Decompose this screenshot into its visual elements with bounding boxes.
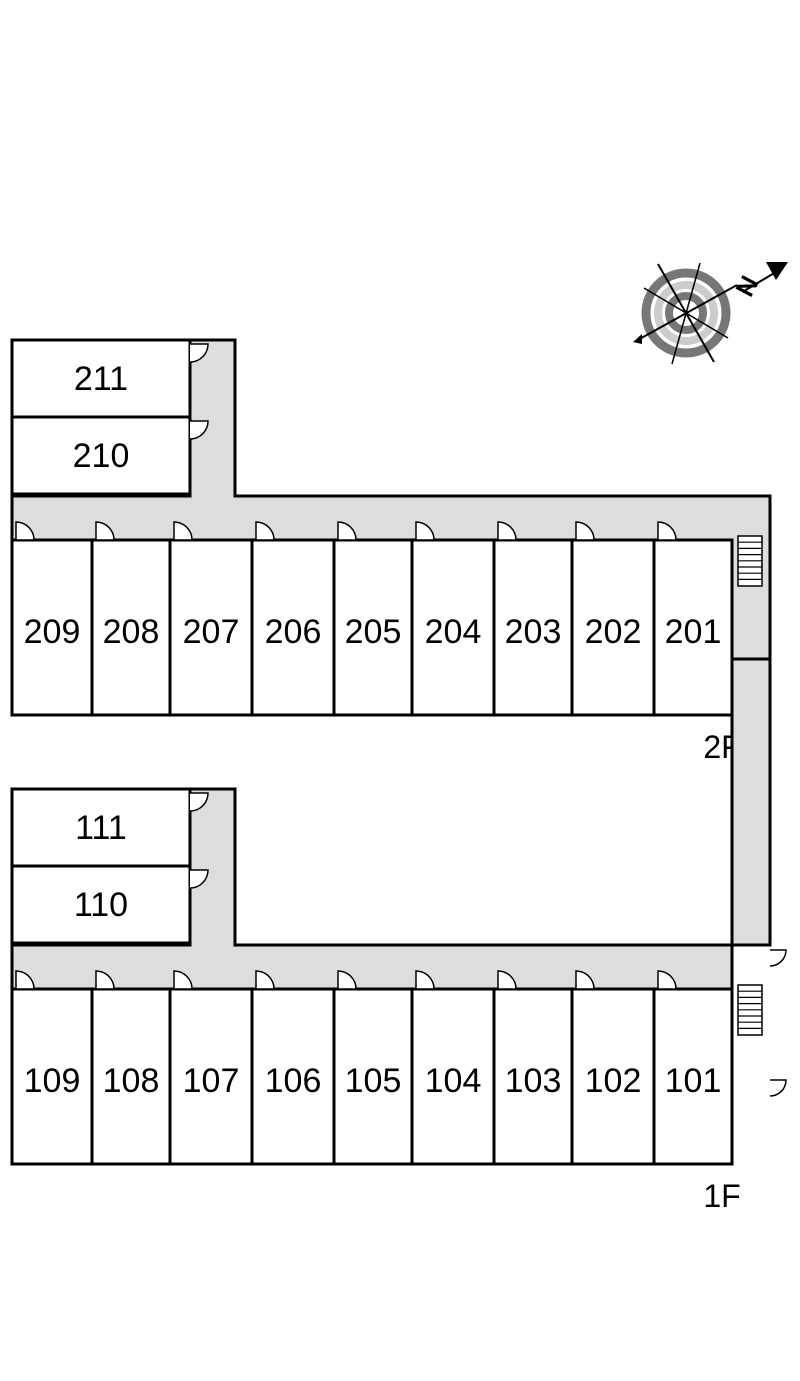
door-icon bbox=[189, 420, 209, 440]
unit-label: 203 bbox=[505, 613, 562, 651]
unit-outline bbox=[10, 987, 94, 1166]
unit-209: 209 bbox=[10, 521, 94, 717]
unit-outline bbox=[410, 538, 496, 717]
unit-103: 103 bbox=[492, 970, 574, 1166]
compass-ring-outer bbox=[641, 268, 731, 358]
unit-label: 202 bbox=[585, 613, 642, 651]
door-icon bbox=[657, 521, 677, 541]
unit-107: 107 bbox=[168, 970, 254, 1166]
unit-110: 110 bbox=[10, 864, 209, 945]
unit-label: 204 bbox=[425, 613, 482, 651]
door-icon bbox=[15, 521, 35, 541]
north-arrow-shaft bbox=[743, 271, 777, 292]
unit-label: 111 bbox=[75, 809, 127, 847]
unit-102: 102 bbox=[570, 970, 656, 1166]
unit-label: 104 bbox=[425, 1062, 482, 1100]
unit-label: 103 bbox=[505, 1062, 562, 1100]
unit-label: 206 bbox=[265, 613, 322, 651]
unit-202: 202 bbox=[570, 521, 656, 717]
unit-outline bbox=[410, 987, 496, 1166]
compass-letter: N bbox=[729, 271, 764, 302]
unit-label: 208 bbox=[103, 613, 160, 651]
compass-line-d bbox=[671, 262, 701, 365]
floor-plan-1F: 111 110 109 108 107 106 105 104 103 102 101 1F bbox=[10, 657, 787, 1214]
door-icon bbox=[337, 521, 357, 541]
compass-ring-middle bbox=[654, 281, 718, 345]
compass: N bbox=[633, 262, 788, 365]
unit-label: 107 bbox=[183, 1062, 240, 1100]
door-icon bbox=[95, 521, 115, 541]
north-arrow-icon bbox=[766, 262, 788, 280]
door-icon bbox=[497, 970, 517, 990]
unit-108: 108 bbox=[90, 970, 172, 1166]
unit-106: 106 bbox=[250, 970, 336, 1166]
unit-label: 101 bbox=[665, 1062, 722, 1100]
unit-201: 201 bbox=[652, 521, 734, 717]
unit-204: 204 bbox=[410, 521, 496, 717]
unit-outline bbox=[250, 538, 336, 717]
floor-label: 1F bbox=[703, 1178, 740, 1214]
door-icon bbox=[173, 970, 193, 990]
unit-outline bbox=[652, 538, 734, 717]
door-icon bbox=[15, 970, 35, 990]
door-icon bbox=[657, 970, 677, 990]
unit-outline bbox=[332, 538, 414, 717]
door-icon bbox=[95, 970, 115, 990]
unit-205: 205 bbox=[332, 521, 414, 717]
unit-label: 106 bbox=[265, 1062, 322, 1100]
door-icon bbox=[575, 970, 595, 990]
unit-105: 105 bbox=[332, 970, 414, 1166]
unit-109: 109 bbox=[10, 970, 94, 1166]
unit-104: 104 bbox=[410, 970, 496, 1166]
door-icon bbox=[189, 792, 209, 812]
unit-label: 109 bbox=[24, 1062, 81, 1100]
unit-211: 211 bbox=[10, 338, 209, 419]
unit-outline bbox=[10, 415, 192, 496]
unit-label: 209 bbox=[24, 613, 81, 651]
unit-label: 201 bbox=[665, 613, 722, 651]
unit-label: 207 bbox=[183, 613, 240, 651]
compass-arrow-tail bbox=[633, 334, 642, 344]
unit-label: 105 bbox=[345, 1062, 402, 1100]
door-icon bbox=[189, 869, 209, 889]
unit-label: 108 bbox=[103, 1062, 160, 1100]
door-icon bbox=[255, 970, 275, 990]
compass-ring-inner bbox=[665, 292, 707, 334]
unit-outline bbox=[492, 987, 574, 1166]
door-icon bbox=[575, 521, 595, 541]
staircase bbox=[737, 984, 763, 1036]
unit-outline bbox=[168, 987, 254, 1166]
unit-label: 211 bbox=[74, 360, 128, 398]
unit-label: 205 bbox=[345, 613, 402, 651]
staircase bbox=[737, 535, 763, 587]
unit-210: 210 bbox=[10, 415, 209, 496]
unit-101: 101 bbox=[652, 970, 734, 1166]
unit-outline bbox=[90, 538, 172, 717]
door-icon bbox=[173, 521, 193, 541]
door-icon bbox=[337, 970, 357, 990]
unit-outline bbox=[652, 987, 734, 1166]
unit-outline bbox=[492, 538, 574, 717]
unit-outline bbox=[10, 864, 192, 945]
door-icon bbox=[415, 521, 435, 541]
entrance-door-icon bbox=[769, 949, 787, 967]
unit-207: 207 bbox=[168, 521, 254, 717]
unit-outline bbox=[570, 987, 656, 1166]
unit-label: 102 bbox=[585, 1062, 642, 1100]
unit-label: 210 bbox=[73, 437, 130, 475]
entrance-door-icon bbox=[769, 1079, 787, 1097]
door-icon bbox=[255, 521, 275, 541]
door-icon bbox=[497, 521, 517, 541]
unit-203: 203 bbox=[492, 521, 574, 717]
unit-208: 208 bbox=[90, 521, 172, 717]
unit-206: 206 bbox=[250, 521, 336, 717]
unit-outline bbox=[570, 538, 656, 717]
unit-label: 110 bbox=[74, 886, 128, 924]
door-icon bbox=[189, 343, 209, 363]
door-icon bbox=[415, 970, 435, 990]
unit-111: 111 bbox=[10, 787, 209, 868]
